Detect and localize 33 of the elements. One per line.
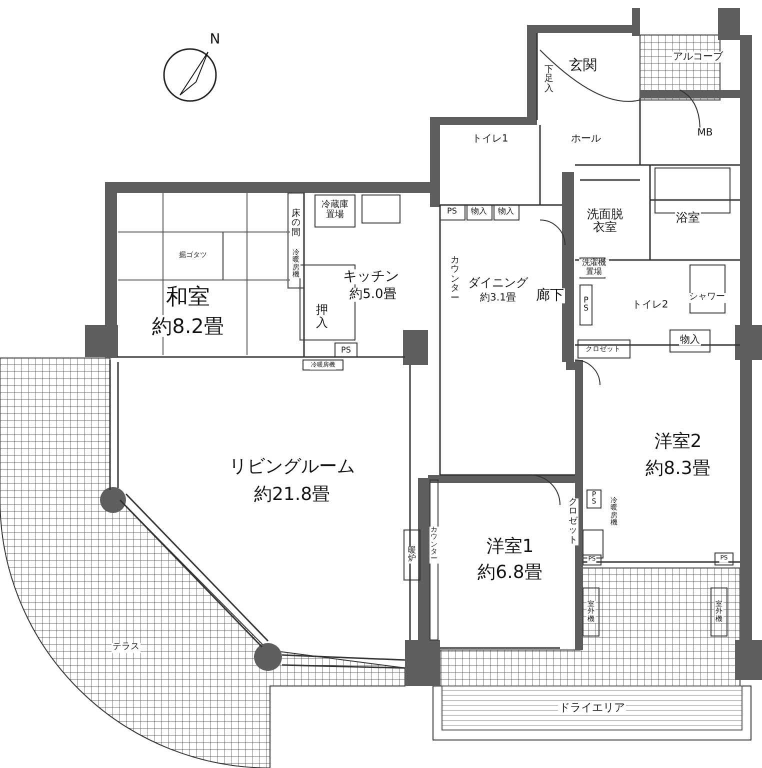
area-label: テラス xyxy=(112,643,140,653)
room-label: キッチン xyxy=(342,269,400,285)
area-label: ドライエリア xyxy=(558,702,626,714)
room-label: 浴室 xyxy=(675,211,701,225)
fixture-label: 物入 xyxy=(679,334,701,346)
room-area: 約5.0畳 xyxy=(348,288,398,302)
fixture-label: クロゼット xyxy=(568,498,578,546)
fixture-label: PS xyxy=(340,346,352,356)
room-area: 約8.3畳 xyxy=(644,459,712,479)
room-label: 洗面脱衣室 xyxy=(584,208,626,234)
fixture-label: 暖炉 xyxy=(407,546,417,564)
room-label: 洋室2 xyxy=(653,432,703,452)
fixture-label: 洗濯機置場 xyxy=(579,259,609,277)
fixture-label: 押入 xyxy=(315,303,329,329)
fixture-label: MB xyxy=(696,128,714,138)
room-area: 約6.8畳 xyxy=(476,563,544,583)
fixture-label: 冷蔵庫置場 xyxy=(319,201,351,221)
fixture-label: 物入 xyxy=(497,208,515,216)
room-area: 約3.1畳 xyxy=(479,292,517,304)
fixture-label: 床の間 xyxy=(290,210,302,238)
room-label: 廊下 xyxy=(535,288,565,304)
fixture-label: PS xyxy=(446,208,458,216)
room-label: アルコーブ xyxy=(672,52,724,62)
fixture-label: 物入 xyxy=(470,208,488,216)
fixture-label: 下足入 xyxy=(544,66,554,94)
room-label: シャワー xyxy=(688,293,726,303)
room-label: 玄関 xyxy=(568,58,598,74)
room-area: 約21.8畳 xyxy=(252,485,332,505)
room-area: 約8.2畳 xyxy=(151,315,225,337)
room-label: 洋室1 xyxy=(485,537,535,557)
fixture-label: PS xyxy=(581,296,591,314)
room-label: ダイニング xyxy=(467,276,529,290)
room-label: ホール xyxy=(570,134,602,144)
